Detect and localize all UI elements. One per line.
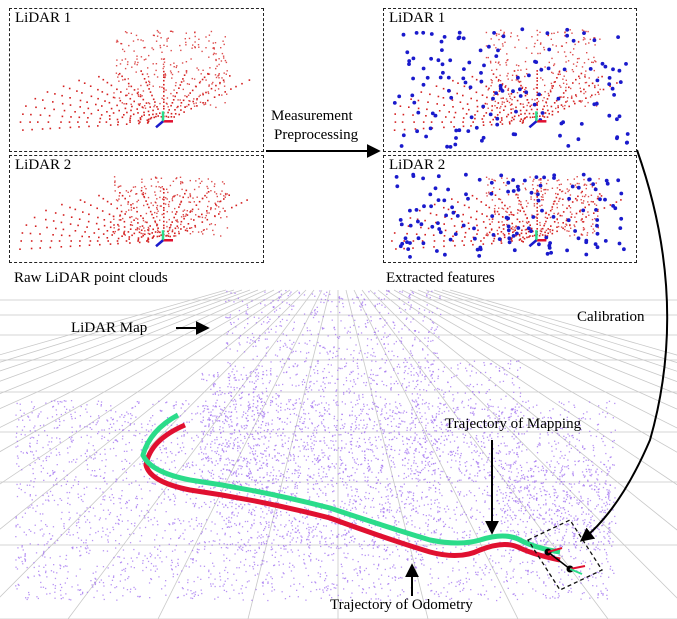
raw-lidar1-point-cloud xyxy=(19,29,251,131)
calibration-arrow xyxy=(579,149,669,542)
measurement-label: Measurement xyxy=(271,108,353,124)
ground-grid xyxy=(0,289,677,619)
panel-title: LiDAR 1 xyxy=(15,10,72,26)
odometry-trajectory xyxy=(143,422,561,563)
raw-lidar2-panel: LiDAR 2 xyxy=(9,155,264,263)
mapping-trajectory xyxy=(140,412,561,555)
panel-title: LiDAR 2 xyxy=(15,157,72,173)
lidar-map-point-cloud xyxy=(15,290,617,602)
extracted-caption: Extracted features xyxy=(386,270,495,286)
calibration-label: Calibration xyxy=(577,309,645,325)
trajectory-mapping-label: Trajectory of Mapping xyxy=(445,416,582,432)
feature-lidar2-point-cloud xyxy=(391,172,626,259)
raw-lidar1-panel: LiDAR 1 xyxy=(9,8,264,152)
panel-title: LiDAR 1 xyxy=(389,10,446,26)
feature-lidar2-panel: LiDAR 2 xyxy=(383,155,637,263)
feature-lidar1-panel: LiDAR 1 xyxy=(383,8,637,152)
lidar-map-label: LiDAR Map xyxy=(71,320,148,336)
trajectory-odometry-label: Trajectory of Odometry xyxy=(330,597,473,613)
raw-lidar2-point-cloud xyxy=(19,176,248,250)
feature-lidar1-point-cloud xyxy=(392,27,630,149)
raw-caption: Raw LiDAR point clouds xyxy=(14,270,168,286)
preprocessing-label: Preprocessing xyxy=(274,127,359,143)
calibration-frame-box xyxy=(527,519,603,591)
panel-title: LiDAR 2 xyxy=(389,157,446,173)
